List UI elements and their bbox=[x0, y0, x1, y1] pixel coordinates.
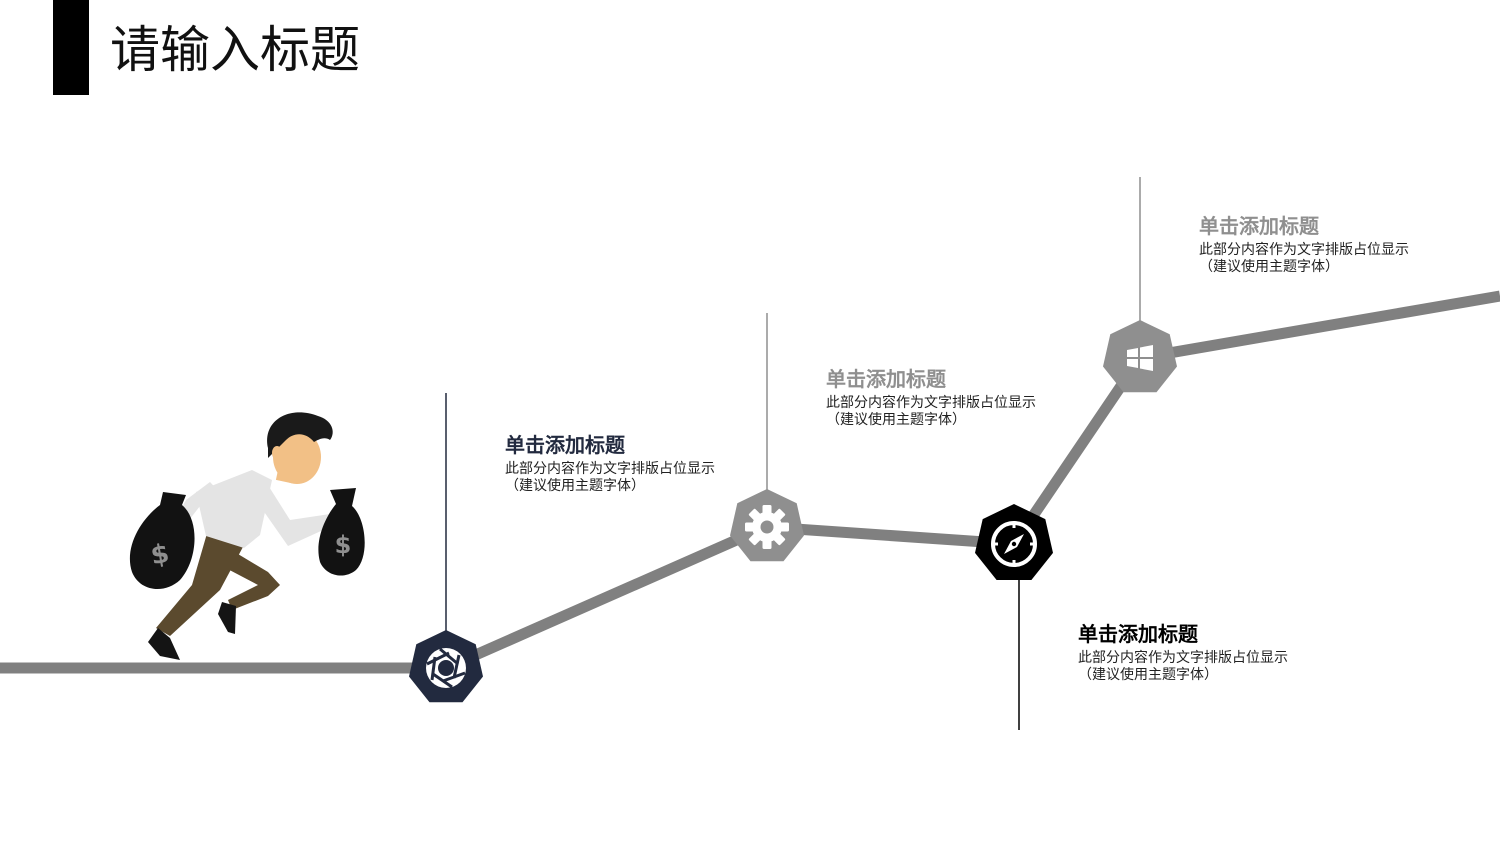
bag-dollar-symbol: $ bbox=[335, 531, 352, 559]
money-bag-left: $ bbox=[129, 492, 195, 590]
title-accent-bar bbox=[53, 0, 89, 95]
compass-icon bbox=[991, 521, 1037, 567]
step-4-note[interactable]: （建议使用主题字体） bbox=[1199, 259, 1339, 275]
step-3-heading[interactable]: 单击添加标题 bbox=[1078, 622, 1198, 646]
camera-shutter-icon bbox=[426, 647, 466, 689]
step-4-node[interactable] bbox=[1103, 320, 1177, 393]
step-1-description[interactable]: 此部分内容作为文字排版占位显示 bbox=[505, 461, 715, 477]
growth-path-line bbox=[0, 290, 1500, 674]
step-2-note[interactable]: （建议使用主题字体） bbox=[826, 412, 966, 428]
step-2-node[interactable] bbox=[730, 489, 804, 562]
step-3-description[interactable]: 此部分内容作为文字排版占位显示 bbox=[1078, 650, 1288, 666]
step-1-text: 单击添加标题 此部分内容作为文字排版占位显示 （建议使用主题字体） bbox=[505, 432, 715, 495]
step-4-description[interactable]: 此部分内容作为文字排版占位显示 bbox=[1199, 242, 1409, 258]
step-1-note[interactable]: （建议使用主题字体） bbox=[505, 478, 645, 494]
step-3-node[interactable] bbox=[975, 504, 1053, 580]
step-4-heading[interactable]: 单击添加标题 bbox=[1199, 214, 1319, 238]
businessman-illustration: $ $ bbox=[129, 412, 365, 660]
step-3-note[interactable]: （建议使用主题字体） bbox=[1078, 667, 1218, 683]
gear-icon bbox=[745, 505, 789, 549]
bag-dollar-symbol: $ bbox=[148, 539, 171, 572]
step-1-node[interactable] bbox=[409, 630, 483, 703]
step-1-heading[interactable]: 单击添加标题 bbox=[505, 433, 625, 457]
step-2-description[interactable]: 此部分内容作为文字排版占位显示 bbox=[826, 395, 1036, 411]
step-3-text: 单击添加标题 此部分内容作为文字排版占位显示 （建议使用主题字体） bbox=[1078, 621, 1288, 684]
step-4-text: 单击添加标题 此部分内容作为文字排版占位显示 （建议使用主题字体） bbox=[1199, 213, 1409, 276]
step-2-text: 单击添加标题 此部分内容作为文字排版占位显示 （建议使用主题字体） bbox=[826, 366, 1036, 429]
windows-logo-icon bbox=[1127, 345, 1153, 371]
money-bag-right: $ bbox=[318, 488, 365, 576]
slide-title[interactable]: 请输入标题 bbox=[110, 21, 360, 79]
step-2-heading[interactable]: 单击添加标题 bbox=[826, 367, 946, 391]
